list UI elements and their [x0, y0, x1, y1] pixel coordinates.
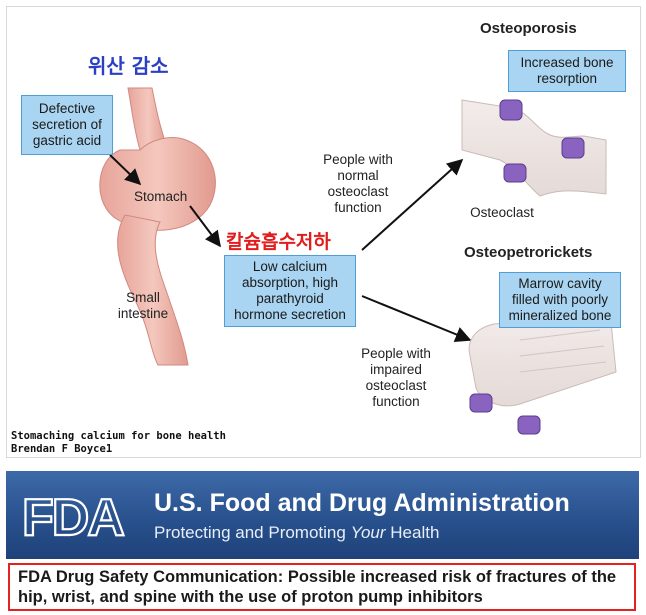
osteoclast-cell-lower	[469, 393, 541, 435]
stomach	[99, 137, 216, 231]
korean-reduced-acid: 위산 감소	[88, 54, 169, 78]
fda-banner: FDA U.S. Food and Drug Administration Pr…	[6, 471, 639, 559]
arrow-to-osteoporosis	[361, 158, 464, 251]
diagram-artwork	[99, 87, 617, 435]
credit-line-1: Stomaching calcium for bone health	[11, 430, 226, 442]
label-impaired-osteoclast: People with impaired osteoclast function	[361, 346, 431, 409]
box-increased-resorption: Increased bone resorption	[508, 50, 626, 92]
bone-lines	[519, 329, 607, 373]
label-osteoclast: Osteoclast	[470, 205, 534, 220]
fda-tagline: Protecting and Promoting Your Health	[154, 523, 439, 543]
label-small-intestine: Small intestine	[117, 290, 169, 321]
fda-title: U.S. Food and Drug Administration	[154, 489, 570, 517]
label-normal-osteoclast: People with normal osteoclast function	[323, 152, 393, 215]
label-stomach: Stomach	[134, 189, 188, 204]
heading-osteopetrorickets: Osteopetrorickets	[464, 244, 593, 261]
fda-tagline-your: Your	[350, 523, 386, 542]
fda-tagline-end: Health	[385, 523, 440, 542]
arrow-to-osteopetrorickets	[361, 295, 472, 342]
box-marrow-cavity: Marrow cavity filled with poorly mineral…	[499, 272, 621, 328]
box-defective-acid: Defective secretion of gastric acid	[21, 95, 113, 155]
heading-osteoporosis: Osteoporosis	[480, 20, 577, 37]
arrow-to-stomach	[109, 154, 142, 186]
credit-line-2: Brendan F Boyce1	[11, 443, 113, 455]
osteoclast-cell	[499, 99, 585, 183]
box-low-calcium: Low calcium absorption, high parathyroid…	[224, 255, 356, 327]
korean-calcium-reduction: 칼슘흡수저하	[226, 231, 331, 253]
small-intestine	[117, 214, 189, 366]
fda-logo: FDA	[21, 489, 128, 543]
safety-communication-notice: FDA Drug Safety Communication: Possible …	[8, 563, 636, 611]
fda-tagline-start: Protecting and Promoting	[154, 523, 351, 542]
arrow-to-low-calcium	[189, 205, 221, 248]
fda-logo-text: FDA	[22, 489, 124, 543]
